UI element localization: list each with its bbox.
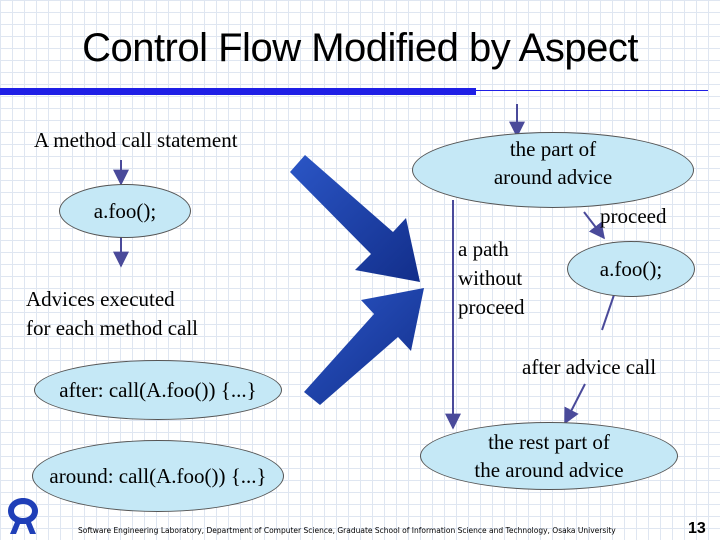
around-part-node: the part of around advice: [412, 132, 694, 208]
path-line2: without: [458, 266, 523, 290]
advices-label: Advices executed for each method call: [26, 285, 198, 343]
big-arrow-call: [290, 155, 420, 282]
proceed-arrow: [583, 211, 605, 240]
after-advice-call-label: after advice call: [522, 355, 657, 379]
after-advice-arrow: [564, 383, 586, 425]
page-title: Control Flow Modified by Aspect: [82, 26, 638, 70]
call-return-line: [601, 291, 616, 331]
call-node-right-text: a.foo();: [599, 257, 663, 281]
around-advice-node: around: call(A.foo()) {...}: [32, 440, 284, 512]
big-arrow-advice: [304, 288, 424, 405]
call-node-left-text: a.foo();: [93, 199, 157, 223]
path-without-proceed-label: a path without proceed: [458, 235, 524, 322]
call-node-left: a.foo();: [59, 184, 191, 238]
path-line1: a path: [458, 237, 509, 261]
footer-affiliation: Software Engineering Laboratory, Departm…: [78, 526, 616, 535]
rest-line1: the rest part of: [488, 430, 610, 454]
around-advice-node-text: around: call(A.foo()) {...}: [49, 464, 267, 488]
around-part-line1: the part of: [509, 137, 597, 161]
title-accent-rule: [0, 88, 476, 95]
rest-of-around-node: the rest part of the around advice: [420, 422, 678, 490]
method-call-label: A method call statement: [34, 128, 238, 152]
path-line3: proceed: [458, 295, 525, 319]
osaka-university-logo-icon: [8, 498, 38, 534]
proceed-label: proceed: [600, 204, 667, 228]
call-node-right: a.foo();: [567, 241, 695, 297]
advices-label-line1: Advices executed: [26, 287, 175, 311]
title-thin-rule: [476, 90, 708, 91]
after-advice-node: after: call(A.foo()) {...}: [34, 360, 282, 420]
page-number: 13: [688, 520, 706, 537]
around-part-line2: around advice: [493, 165, 613, 189]
rest-line2: the around advice: [474, 458, 624, 482]
after-advice-node-text: after: call(A.foo()) {...}: [59, 378, 257, 402]
advices-label-line2: for each method call: [26, 316, 198, 340]
